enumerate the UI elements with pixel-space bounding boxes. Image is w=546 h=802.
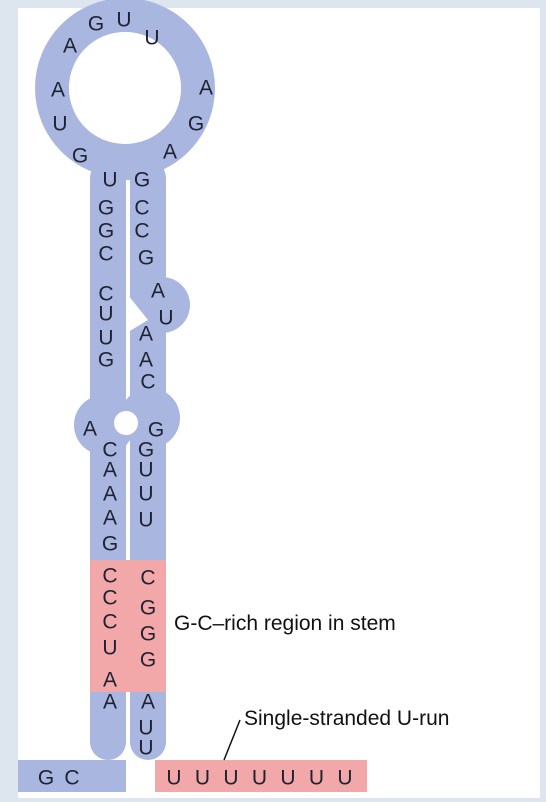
u-run-base: U: [280, 767, 295, 790]
u-run-label: Single-stranded U-run: [244, 707, 449, 730]
right-stem-base: U: [138, 459, 153, 482]
right-stem-base: A: [151, 280, 165, 303]
left-stem-base: U: [98, 303, 113, 326]
left-stem-base: A: [103, 459, 117, 482]
bulge-notch: [128, 295, 148, 332]
loop-base: U: [52, 113, 67, 136]
u-run-base: U: [337, 767, 352, 790]
loop-base: A: [199, 77, 213, 100]
loop-base: U: [144, 27, 159, 50]
right-stem-base: G: [138, 247, 154, 270]
left-stem-base: C: [98, 243, 113, 266]
right-stem-base: C: [140, 371, 155, 394]
u-run-base: U: [166, 767, 181, 790]
right-stem-base: A: [139, 349, 153, 372]
u-run-base: U: [309, 767, 324, 790]
left-stem-base: C: [102, 439, 117, 462]
tail-base: C: [64, 767, 79, 790]
loop-base: A: [163, 141, 177, 164]
five-prime-tail-backbone: [18, 760, 126, 792]
internal-loop-right: [120, 388, 180, 448]
right-stem-base: C: [134, 197, 149, 220]
left-stem-base: G: [98, 220, 114, 243]
right-stem-base: G: [140, 623, 156, 646]
loop-center: [69, 32, 181, 144]
u-run-base: U: [252, 767, 267, 790]
right-stem-base: C: [140, 567, 155, 590]
right-stem-base: G: [134, 169, 150, 192]
u-run-highlight: [155, 760, 367, 792]
left-stem-base: C: [98, 283, 113, 306]
right-stem-base: A: [141, 691, 155, 714]
u-run-base: U: [195, 767, 210, 790]
left-stem-base: G: [98, 197, 114, 220]
right-stem-base: G: [140, 597, 156, 620]
gc-rich-highlight: [90, 560, 166, 692]
right-stem-base: G: [148, 419, 164, 442]
right-stem-base: G: [140, 649, 156, 672]
right-stem-base: U: [158, 307, 173, 330]
left-stem-base: C: [102, 611, 117, 634]
left-stem-base: A: [103, 507, 117, 530]
tail-base: G: [38, 767, 54, 790]
right-stem-base: U: [138, 737, 153, 760]
rna-strand: [18, 0, 367, 792]
loop-base: A: [51, 79, 65, 102]
left-stem-base: A: [83, 418, 97, 441]
right-stem-base: G: [138, 439, 154, 462]
internal-loop-left: [74, 395, 134, 455]
left-stem-base: A: [103, 691, 117, 714]
left-stem-base: U: [98, 327, 113, 350]
loop-neck: [92, 140, 164, 180]
loop-base: G: [72, 145, 88, 168]
u-run-base: U: [223, 767, 238, 790]
bulge-backbone: [134, 277, 190, 333]
u-run-pointer: [223, 719, 241, 761]
loop-base: G: [188, 113, 204, 136]
left-stem-base: A: [103, 483, 117, 506]
right-stem-base: U: [138, 509, 153, 532]
left-stem-base: G: [98, 349, 114, 372]
loop-base: U: [116, 9, 131, 32]
right-stem-base: C: [134, 220, 149, 243]
left-stem-base: U: [102, 169, 117, 192]
loop-base: A: [63, 35, 77, 58]
left-stem-base: U: [102, 637, 117, 660]
left-stem-base: G: [102, 533, 118, 556]
left-stem-base: C: [102, 587, 117, 610]
left-stem-base: C: [102, 565, 117, 588]
right-stem-base: U: [138, 483, 153, 506]
loop-base: G: [88, 13, 104, 36]
right-stem-base: U: [138, 717, 153, 740]
right-stem-base: A: [139, 323, 153, 346]
gc-rich-label: G-C–rich region in stem: [174, 612, 396, 635]
internal-loop-hole: [114, 411, 138, 435]
left-stem-base: A: [103, 669, 117, 692]
